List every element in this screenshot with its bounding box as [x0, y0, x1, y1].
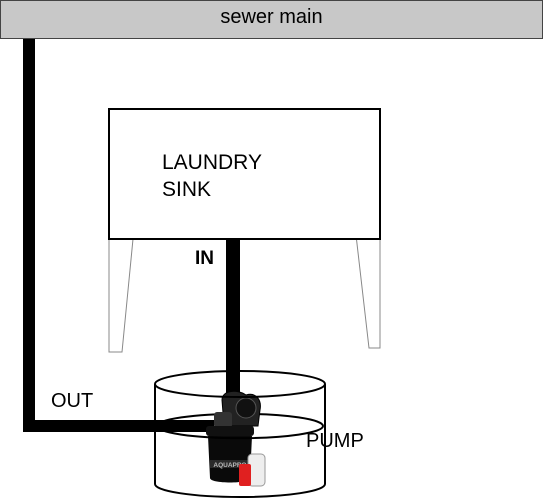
inlet-pipe [226, 239, 240, 405]
basin-bottom [154, 483, 326, 498]
laundry-sink-box [108, 108, 381, 240]
sewer-main-label: sewer main [220, 6, 323, 28]
pump-brand-text: AQUAPRO [213, 462, 246, 469]
sewer-main-bar [0, 0, 543, 39]
laundry-sink-label: LAUNDRY SINK [162, 149, 262, 203]
inlet-label: IN [195, 248, 214, 269]
sink-leg-right [355, 234, 381, 349]
sink-label-line-2: SINK [162, 178, 212, 201]
sink-label-line-1: LAUNDRY [162, 151, 262, 174]
basin-water-line-front [156, 425, 324, 440]
sink-leg-left [108, 238, 134, 353]
outlet-label: OUT [51, 390, 94, 412]
pump-brand-band [210, 460, 250, 468]
basin-front-rim [154, 383, 326, 398]
valve-handle [239, 464, 251, 486]
pump: AQUAPRO [206, 390, 266, 487]
pump-label: PUMP [306, 430, 364, 452]
outlet-pipe [23, 39, 214, 432]
